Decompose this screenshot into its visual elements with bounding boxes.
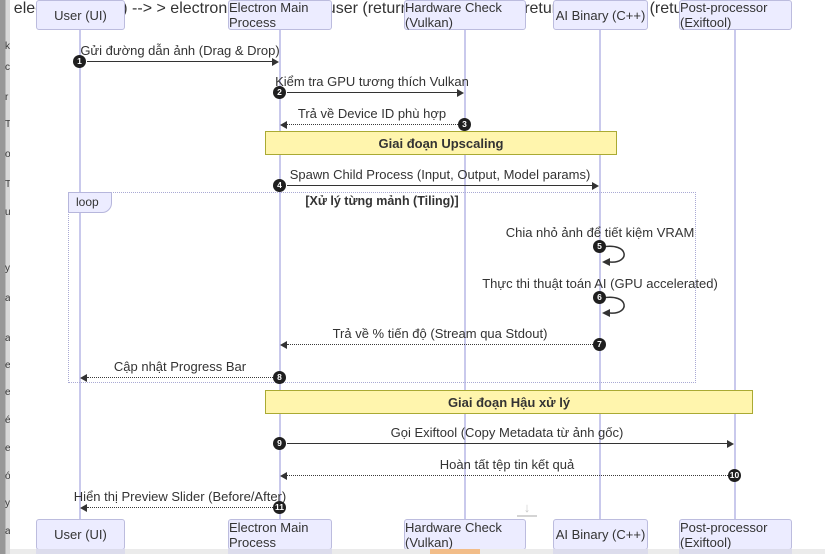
edge-text-fragment: e: [5, 443, 10, 454]
message-label-7: Trả về % tiến độ (Stream qua Stdout): [332, 326, 548, 341]
arrowhead-left-icon: [80, 374, 87, 382]
note-postprocess-phase: Giai đoạn Hậu xử lý: [265, 390, 753, 414]
message-label-1: Gửi đường dẫn ảnh (Drag & Drop): [80, 43, 280, 58]
sequence-number-11: 11: [273, 501, 286, 514]
message-label-3: Trả về Device ID phù hợp: [297, 106, 447, 121]
edge-text-fragment: a: [5, 333, 10, 344]
edge-text-fragment: a: [5, 293, 10, 304]
actor-postprocessor-top: Post-processor (Exiftool): [679, 0, 792, 30]
lifeline-hardware: [464, 30, 466, 519]
arrowhead-right-icon: [592, 182, 599, 190]
edge-text-fragment: u: [5, 207, 10, 218]
message-line-11: [87, 507, 273, 508]
left-window-edge: k c r T o T u y a a e e é e ó y a: [0, 0, 10, 554]
actor-hardware-bottom: Hardware Check (Vulkan): [404, 519, 526, 550]
lifeline-electron: [279, 30, 281, 519]
lifeline-postprocessor: [734, 30, 736, 519]
message-label-11: Hiển thị Preview Slider (Before/After): [73, 489, 287, 504]
edge-text-fragment: o: [5, 149, 10, 160]
lifeline-user: [79, 30, 81, 519]
message-label-2: Kiểm tra GPU tương thích Vulkan: [275, 74, 469, 89]
bottom-cutoff-strip: [0, 549, 825, 554]
arrowhead-left-icon: [80, 504, 87, 512]
message-line-2: [287, 92, 458, 93]
actor-postprocessor-bottom: Post-processor (Exiftool): [679, 519, 792, 550]
arrowhead-left-icon: [280, 472, 287, 480]
message-line-9: [287, 443, 728, 444]
edge-text-fragment: k: [5, 41, 10, 52]
sequence-number-3: 3: [458, 118, 471, 131]
arrowhead-left-icon: [280, 341, 287, 349]
strip-segment: [679, 549, 792, 554]
arrowhead-right-icon: [727, 440, 734, 448]
sequence-number-4: 4: [273, 179, 286, 192]
strip-segment: [553, 549, 648, 554]
edge-text-fragment: ó: [5, 471, 10, 482]
actor-hardware-top: Hardware Check (Vulkan): [404, 0, 526, 30]
actor-electron-bottom: Electron Main Process: [228, 519, 332, 550]
message-line-7: [287, 344, 593, 345]
loop-label: loop: [68, 192, 112, 213]
actor-user-top: User (UI): [36, 0, 125, 30]
actor-ai-binary-top: AI Binary (C++): [553, 0, 648, 30]
sequence-number-8: 8: [273, 371, 286, 384]
lifeline-ai-binary: [599, 30, 601, 519]
edge-text-fragment: y: [5, 498, 10, 509]
strip-segment: [36, 549, 125, 554]
edge-text-fragment: e: [5, 360, 10, 371]
self-loop-arrow: [601, 245, 625, 266]
message-line-4: [287, 185, 593, 186]
arrowhead-left-icon: [280, 121, 287, 129]
edge-text-fragment: a: [5, 526, 10, 537]
sequence-number-2: 2: [273, 86, 286, 99]
arrowhead-right-icon: [457, 89, 464, 97]
edge-text-fragment: c: [5, 62, 10, 73]
edge-text-fragment: r: [5, 92, 9, 103]
edge-text-fragment: T: [5, 179, 10, 190]
edge-text-fragment: y: [5, 263, 10, 274]
message-label-9: Gọi Exiftool (Copy Metadata từ ảnh gốc): [390, 425, 624, 440]
message-line-10: [287, 475, 728, 476]
sequence-number-7: 7: [593, 338, 606, 351]
loop-frame: loop: [68, 192, 696, 383]
scroll-down-icon[interactable]: ↓: [517, 501, 537, 517]
self-loop-arrow: [601, 296, 625, 317]
message-label-10: Hoàn tất tệp tin kết quả: [439, 457, 575, 472]
note-upscaling-phase: Giai đoạn Upscaling: [265, 131, 617, 155]
edge-text-fragment: é: [5, 415, 10, 426]
sequence-number-5: 5: [593, 240, 606, 253]
actor-user-bottom: User (UI): [36, 519, 125, 550]
message-line-8: [87, 377, 273, 378]
sequence-number-10: 10: [728, 469, 741, 482]
sequence-number-6: 6: [593, 291, 606, 304]
actor-electron-top: Electron Main Process: [228, 0, 332, 30]
loop-condition: [Xử lý từng mảnh (Tiling)]: [305, 194, 459, 208]
arrowhead-right-icon: [272, 58, 279, 66]
strip-segment: [228, 549, 332, 554]
edge-text-fragment: T: [5, 119, 10, 130]
message-label-8: Cập nhật Progress Bar: [113, 359, 247, 374]
strip-segment-accent: [430, 549, 480, 554]
sequence-number-9: 9: [273, 437, 286, 450]
actor-ai-binary-bottom: AI Binary (C++): [553, 519, 648, 550]
message-label-4: Spawn Child Process (Input, Output, Mode…: [289, 167, 591, 182]
message-line-3: [287, 124, 458, 125]
sequence-number-1: 1: [73, 55, 86, 68]
message-label-6: Thực thi thuật toán AI (GPU accelerated): [482, 276, 718, 291]
message-line-1: [87, 61, 273, 62]
edge-text-fragment: e: [5, 387, 10, 398]
message-label-5: Chia nhỏ ảnh để tiết kiệm VRAM: [505, 225, 695, 240]
